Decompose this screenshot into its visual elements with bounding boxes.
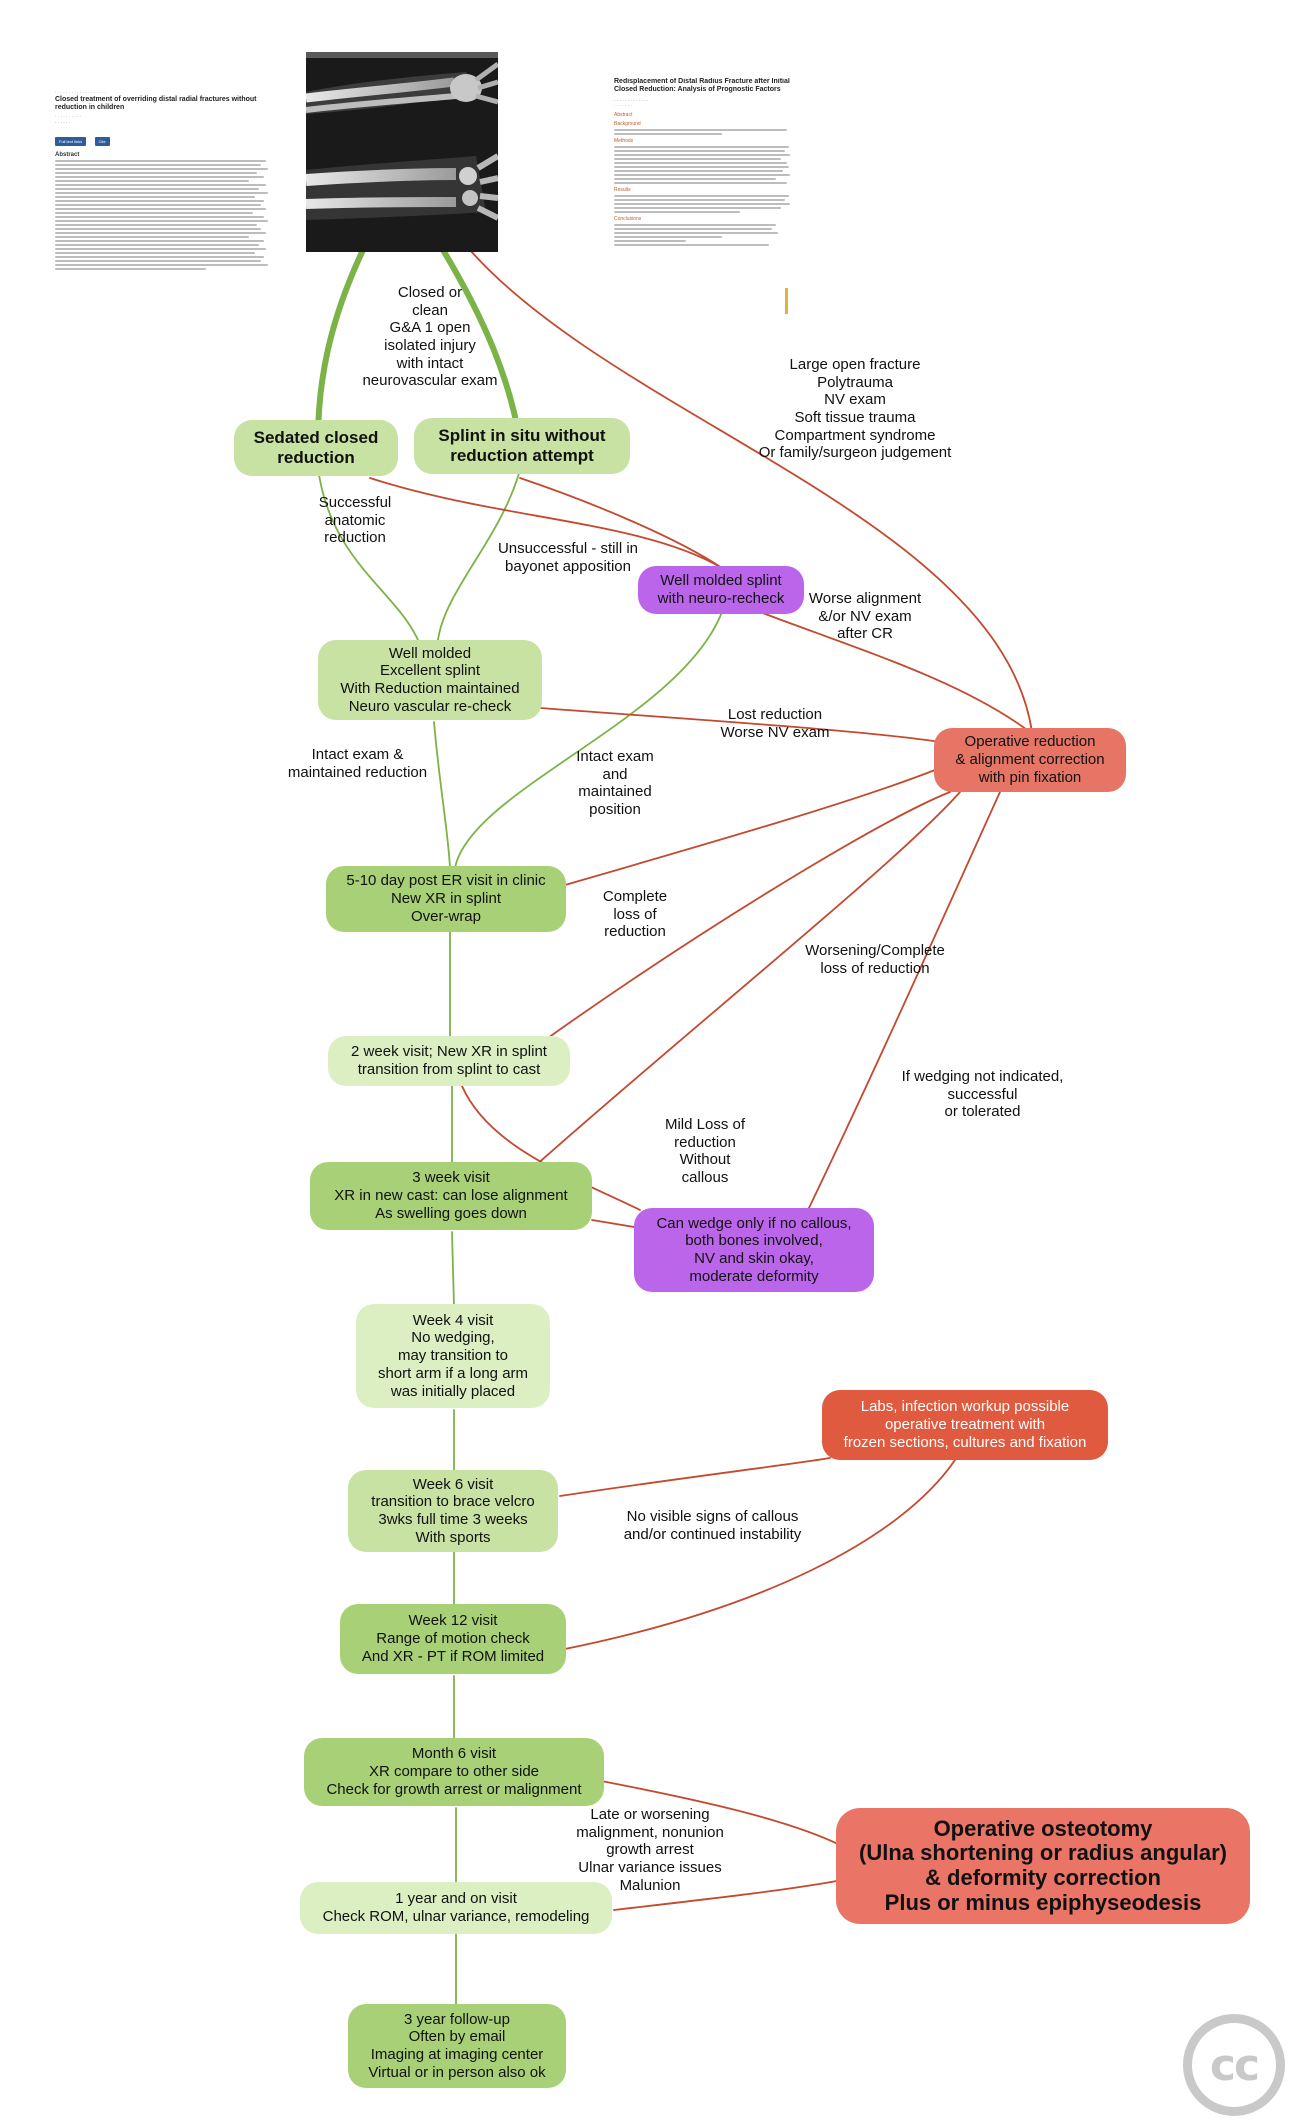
- node-week-4-visit[interactable]: Week 4 visit No wedging, may transition …: [356, 1304, 550, 1408]
- node-week-3-visit[interactable]: 3 week visit XR in new cast: can lose al…: [310, 1162, 592, 1230]
- cite-button[interactable]: Cite: [94, 136, 110, 146]
- node-3-year-follow-up[interactable]: 3 year follow-up Often by email Imaging …: [348, 2004, 566, 2088]
- node-sedated-closed-reduction[interactable]: Sedated closed reduction: [234, 420, 398, 476]
- edge-year1-to-osteotomy: [613, 1879, 843, 1911]
- paper-right-title: Redisplacement of Distal Radius Fracture…: [614, 78, 790, 94]
- label-successful: Successful anatomic reduction: [318, 494, 392, 547]
- edge-sedated-to-recheck: [369, 477, 723, 569]
- edge-splint-to-excellent: [437, 469, 521, 641]
- label-worse-alignment: Worse alignment &/or NV exam after CR: [808, 590, 922, 643]
- label-closed-clean: Closed or clean G&A 1 open isolated inju…: [362, 284, 498, 390]
- node-excellent-splint[interactable]: Well molded Excellent splint With Reduct…: [318, 640, 542, 720]
- label-large-open: Large open fracture Polytrauma NV exam S…: [758, 356, 952, 462]
- node-week-6-visit[interactable]: Week 6 visit transition to brace velcro …: [348, 1470, 558, 1552]
- node-splint-in-situ[interactable]: Splint in situ without reduction attempt: [414, 418, 630, 474]
- edge-week12-to-labs: [559, 1459, 956, 1651]
- xray-image: [306, 52, 498, 252]
- node-wedge[interactable]: Can wedge only if no callous, both bones…: [634, 1208, 874, 1292]
- highlight-bar: [785, 288, 788, 314]
- edge-recheck-to-day5: [454, 611, 723, 869]
- edge-wedge-to-operative: [807, 791, 1001, 1211]
- label-if-wedging: If wedging not indicated, successful or …: [901, 1068, 1064, 1121]
- edge-sedated-to-excellent: [317, 467, 419, 641]
- label-no-callous: No visible signs of callous and/or conti…: [623, 1508, 802, 1543]
- node-operative-osteotomy[interactable]: Operative osteotomy (Ulna shortening or …: [836, 1808, 1250, 1924]
- paper-thumbnail-right: Redisplacement of Distal Radius Fracture…: [614, 78, 794, 350]
- label-intact-maintained: Intact exam & maintained reduction: [287, 746, 428, 781]
- abstract-text-lines: [55, 159, 270, 270]
- section-conclusions: Conclusions: [614, 216, 642, 223]
- edge-xray-to-operative: [469, 249, 1033, 733]
- label-mild-loss: Mild Loss of reduction Without callous: [664, 1116, 746, 1187]
- label-unsuccessful: Unsuccessful - still in bayonet appositi…: [497, 540, 639, 575]
- node-1-year-visit[interactable]: 1 year and on visit Check ROM, ulnar var…: [300, 1882, 612, 1934]
- edge-week2-to-wedge: [461, 1085, 641, 1211]
- edge-recheck-to-operative: [759, 611, 1031, 733]
- edge-xray-to-sedated: [315, 247, 366, 443]
- label-worsening-complete: Worsening/Complete loss of reduction: [805, 942, 945, 977]
- edge-splint-to-recheck: [519, 477, 723, 569]
- paper-left-title: Closed treatment of overriding distal ra…: [55, 95, 257, 112]
- node-labs-infection-workup[interactable]: Labs, infection workup possible operativ…: [822, 1390, 1108, 1460]
- edge-week3-to-operative: [534, 791, 961, 1167]
- creative-commons-icon: cc: [1183, 2014, 1285, 2116]
- edge-week3-to-wedge: [591, 1219, 641, 1229]
- full-text-links-button[interactable]: Full text links: [55, 136, 87, 146]
- node-week-2-visit[interactable]: 2 week visit; New XR in splint transitio…: [328, 1036, 570, 1086]
- node-week-12-visit[interactable]: Week 12 visit Range of motion check And …: [340, 1604, 566, 1674]
- node-well-molded-splint-recheck[interactable]: Well molded splint with neuro-recheck: [638, 566, 804, 614]
- section-results: Results: [614, 187, 631, 194]
- label-intact-position: Intact exam and maintained position: [576, 748, 654, 819]
- section-methods: Methods: [614, 138, 634, 145]
- edge-excellent-to-day5: [433, 721, 451, 869]
- edge-excellent-to-operative: [539, 707, 941, 743]
- node-day-5-10-visit[interactable]: 5-10 day post ER visit in clinic New XR …: [326, 866, 566, 932]
- edge-week2-to-operative: [544, 791, 951, 1041]
- abstract-heading: Abstract: [55, 151, 80, 158]
- section-background: Background: [614, 121, 641, 128]
- label-late-worsening: Late or worsening malignment, nonunion g…: [576, 1806, 724, 1894]
- section-abstract: Abstract: [614, 112, 633, 119]
- edge-week3-to-week4: [451, 1231, 455, 1307]
- label-complete-loss: Complete loss of reduction: [602, 888, 668, 941]
- edge-day5-to-operative: [564, 767, 941, 886]
- label-lost-reduction: Lost reduction Worse NV exam: [720, 706, 830, 741]
- node-month-6-visit[interactable]: Month 6 visit XR compare to other side C…: [304, 1738, 604, 1806]
- paper-thumbnail-left: · · · · · · · · · · · · · · · · · · · Cl…: [55, 90, 270, 352]
- edge-week6-to-labs: [559, 1457, 831, 1497]
- node-operative-pin-fixation[interactable]: Operative reduction & alignment correcti…: [934, 728, 1126, 792]
- edge-month6-to-osteotomy: [595, 1779, 843, 1847]
